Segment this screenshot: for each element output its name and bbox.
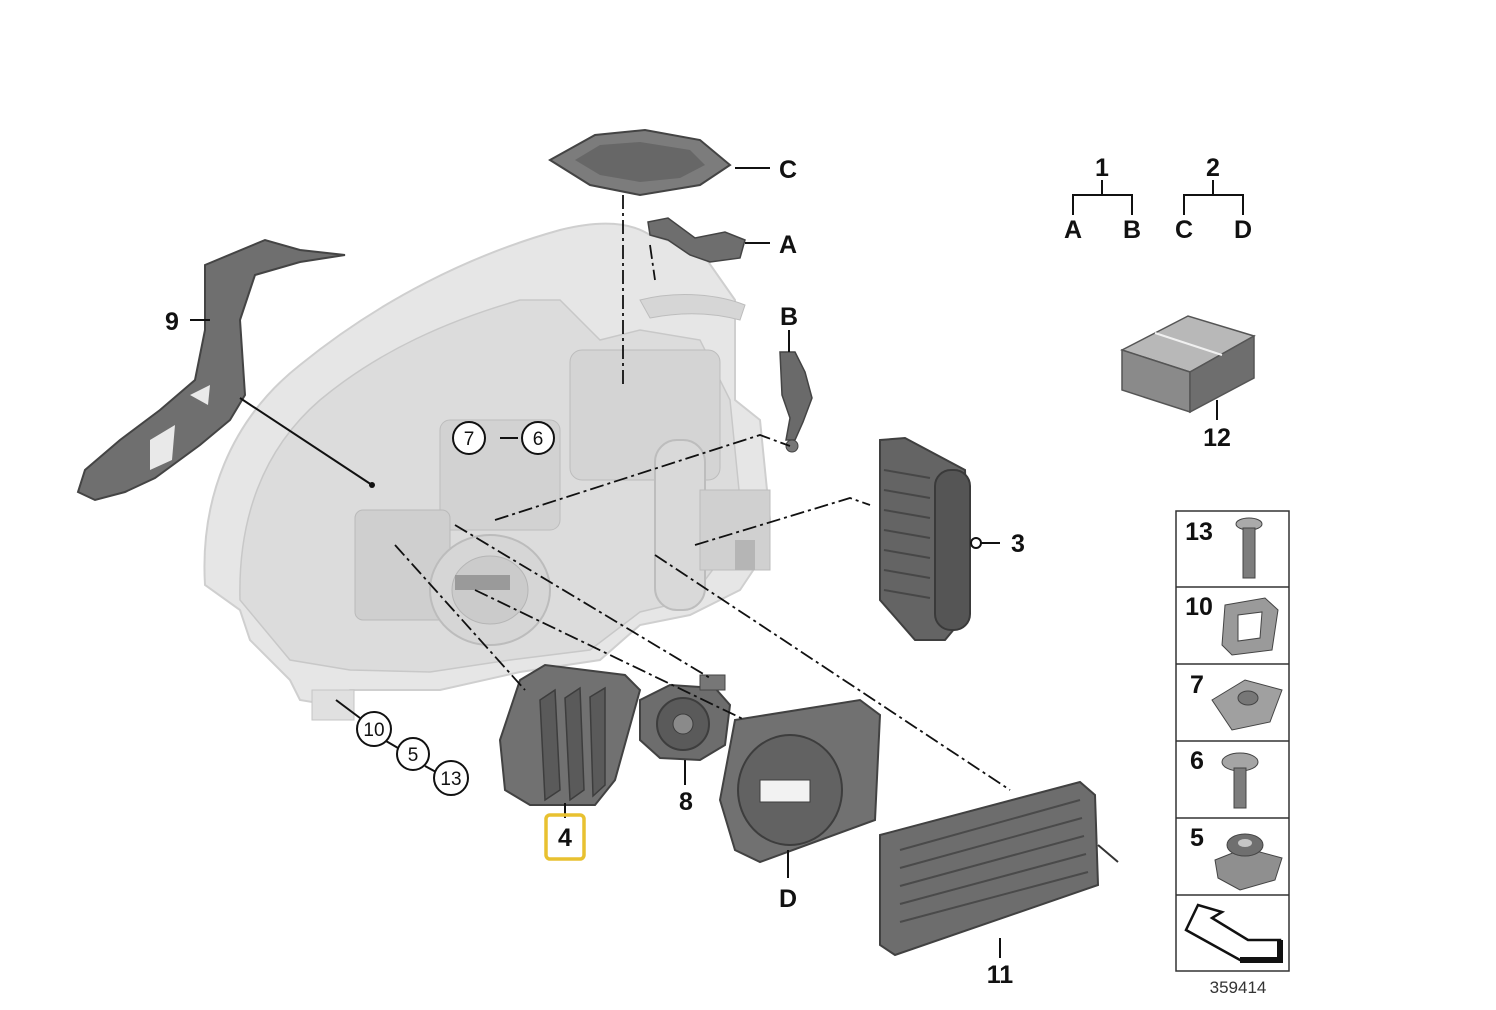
tree-label-D: D bbox=[1234, 216, 1252, 244]
callout-A: A bbox=[779, 231, 797, 259]
fastener-label-10: 10 bbox=[1185, 593, 1213, 621]
callout-D: D bbox=[779, 885, 797, 913]
headlight-housing bbox=[203, 222, 772, 721]
assembly-lines bbox=[394, 195, 1011, 791]
box-part-12 bbox=[1120, 315, 1256, 414]
circled-callout-13: 13 bbox=[440, 769, 461, 790]
circled-callouts: 7 6 10 5 13 bbox=[356, 421, 555, 796]
callout-4: 4 bbox=[558, 824, 572, 852]
control-unit-part-3 bbox=[879, 436, 972, 641]
diagram-code: 359414 bbox=[1210, 978, 1267, 997]
cover-part-C bbox=[548, 128, 732, 197]
circled-callout-7: 7 bbox=[464, 429, 475, 450]
callout-8: 8 bbox=[679, 788, 693, 816]
bracket-part-A bbox=[647, 217, 746, 263]
leader-lines bbox=[190, 167, 1218, 958]
fastener-panel: 13 10 7 6 5 bbox=[1175, 510, 1290, 972]
tree-label-A: A bbox=[1064, 216, 1082, 244]
callout-9: 9 bbox=[165, 308, 179, 336]
fastener-label-13: 13 bbox=[1185, 518, 1213, 546]
fastener-label-6: 6 bbox=[1190, 747, 1204, 775]
bracket-part-9 bbox=[76, 238, 346, 502]
grommet-icon bbox=[1214, 833, 1283, 891]
tree-label-C: C bbox=[1175, 216, 1193, 244]
clip-frame-icon bbox=[1221, 597, 1279, 656]
fan-part-8 bbox=[639, 674, 732, 762]
callout-11: 11 bbox=[987, 961, 1014, 989]
tree-label-2: 2 bbox=[1206, 154, 1220, 182]
circled-callout-5: 5 bbox=[408, 745, 419, 766]
highlight-box bbox=[544, 813, 586, 861]
led-module-part-4 bbox=[498, 663, 642, 806]
heat-sink-part-11 bbox=[879, 780, 1119, 957]
assembly-tree: 1 A B 2 C D bbox=[1064, 154, 1252, 244]
clip-nut-icon bbox=[1211, 679, 1283, 731]
screw-icon bbox=[1235, 517, 1263, 579]
fastener-label-7: 7 bbox=[1190, 671, 1204, 699]
callout-B: B bbox=[780, 303, 798, 331]
tree-label-1: 1 bbox=[1095, 154, 1109, 182]
lens-holder-part-D bbox=[718, 698, 882, 864]
fastener-label-5: 5 bbox=[1190, 824, 1204, 852]
circled-callout-6: 6 bbox=[533, 429, 544, 450]
direction-arrow-icon bbox=[1184, 903, 1283, 963]
highlighted-callout-4[interactable]: 4 bbox=[544, 813, 586, 861]
callout-C: C bbox=[779, 156, 797, 184]
callout-3: 3 bbox=[1011, 530, 1025, 558]
bolt-icon bbox=[1221, 752, 1259, 809]
callout-labels: C A B 9 3 12 8 D 11 bbox=[165, 156, 1231, 989]
bracket-part-B bbox=[779, 351, 813, 453]
tree-label-B: B bbox=[1123, 216, 1141, 244]
callout-12: 12 bbox=[1203, 424, 1231, 452]
circled-callout-10: 10 bbox=[363, 720, 384, 741]
